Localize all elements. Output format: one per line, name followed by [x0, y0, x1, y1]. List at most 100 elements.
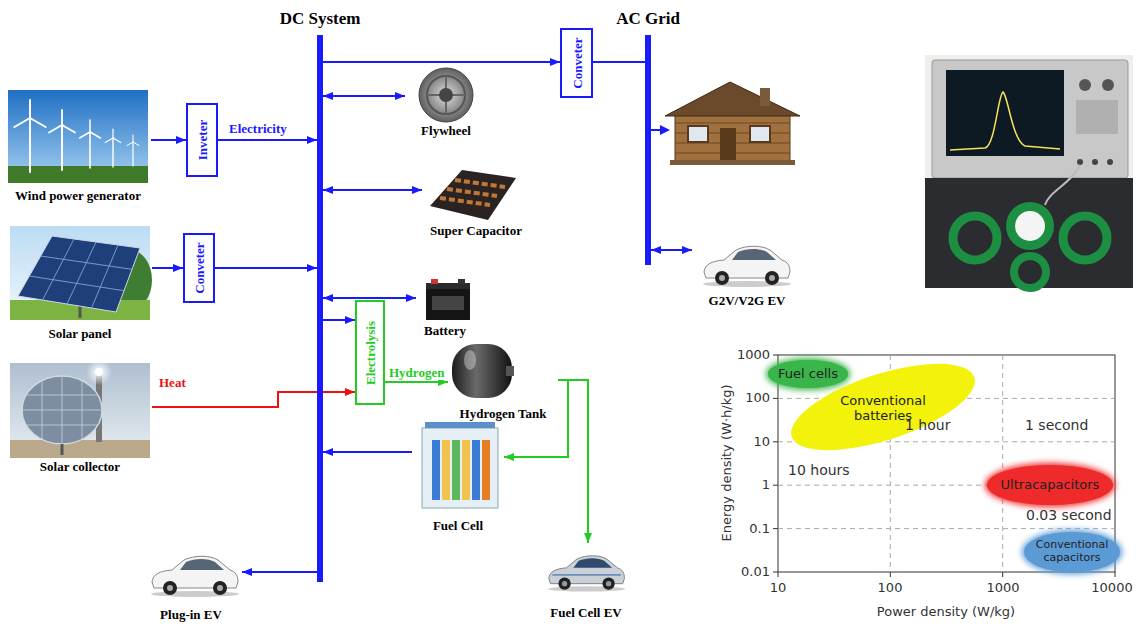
axis-tick: 10: [770, 580, 787, 596]
device-image: Flywheel: [405, 64, 487, 138]
converter-label: Conveter: [569, 37, 584, 88]
solar-collector-photo: [86, 359, 112, 385]
solar-panel-photo: [10, 226, 152, 320]
device-image: Solar panel: [8, 224, 152, 341]
flywheel-photo: [427, 76, 465, 114]
house-picture: [720, 128, 736, 163]
axis-tick: 10: [753, 434, 770, 450]
region-ellipse: Conventional batteries: [785, 362, 981, 452]
device-caption: Flywheel: [421, 123, 471, 138]
fuel-cell-photo: [472, 440, 480, 500]
battery-photo: [426, 279, 470, 320]
device-image: Solar collector: [8, 361, 152, 474]
battery-photo: [458, 279, 465, 284]
lab-photo: [932, 60, 1128, 178]
solar-collector-photo: [10, 359, 150, 458]
flywheel-photo: [439, 88, 453, 102]
solar-panel-photo: [41, 256, 132, 269]
connector: [152, 267, 183, 269]
ragone-chart-axes: [1002, 572, 1003, 577]
plug-in-ev-photo: [217, 585, 223, 591]
house-picture: [675, 113, 790, 163]
bus-line: AC Grid: [645, 35, 651, 265]
wind-turbine-photo: [127, 142, 133, 146]
solar-panel-photo: [29, 239, 132, 308]
converter-label: Conveter: [192, 242, 207, 293]
converter-label: Inveter: [195, 120, 210, 160]
super-capacitor-photo: [447, 189, 497, 196]
fuel-cell-photo: [452, 440, 460, 500]
solar-panel-photo: [67, 242, 96, 304]
connector: [323, 319, 355, 321]
lab-photo: [1107, 159, 1113, 165]
solar-collector-photo: [95, 368, 103, 376]
device-caption: Wind power generator: [15, 188, 141, 203]
connector: [323, 297, 416, 299]
axis-title: Power density (W/kg): [877, 604, 1015, 620]
bus-heading: DC System: [280, 9, 361, 29]
battery-photo: [431, 279, 438, 284]
battery-photo: [432, 296, 464, 310]
axis-tick: 10000: [1091, 580, 1132, 596]
solar-collector-photo: [22, 376, 102, 444]
flywheel-photo: [419, 68, 473, 122]
lab-photo: [925, 178, 1133, 288]
device-image: Super Capacitor: [422, 164, 530, 238]
fuel-cell-ev-photo: [558, 578, 570, 590]
connector: [152, 392, 355, 407]
plug-in-ev-photo: [163, 581, 177, 595]
wind-turbine-photo: [29, 118, 31, 172]
ragone-chart-axes: [1115, 572, 1116, 577]
wind-turbine-photo: [30, 118, 46, 127]
house-picture: [670, 160, 795, 165]
fuel-cell-photo: [425, 422, 495, 428]
wind-turbine-photo: [61, 125, 63, 170]
fuel-cell-photo: [462, 440, 470, 500]
region-ellipse: Ultracapacitors: [987, 465, 1113, 505]
connector: [242, 571, 317, 573]
wind-turbine-photo: [29, 100, 31, 118]
super-capacitor-photo: [455, 180, 505, 187]
hydrogen-tank-photo: [506, 366, 514, 376]
lab-photo: [925, 55, 1133, 288]
ac-feed-arrow: [651, 129, 661, 131]
edge-label: Hydrogen: [388, 365, 445, 380]
house-picture: [688, 126, 708, 142]
region-ellipse-shape: [785, 362, 981, 452]
hydrogen-tank-photo: [452, 344, 512, 398]
axis-tick: 100: [878, 580, 903, 596]
connector: [151, 139, 186, 141]
solar-panel-photo: [43, 239, 75, 300]
device-image: Fuel Cell EV: [540, 543, 632, 620]
region-label: Fuel cells: [778, 367, 838, 382]
super-capacitor-photo: [430, 170, 516, 220]
connector: [323, 451, 412, 453]
ragone-chart-axes: [1002, 355, 1003, 572]
g2v-ev-photo: [715, 271, 729, 285]
fuel-cell-photo: [422, 422, 498, 508]
fuel-cell-photo: [482, 440, 490, 500]
device-caption: Plug-in EV: [160, 607, 222, 622]
ac-feed-arrow: [660, 125, 670, 135]
wind-turbine-photo: [61, 110, 63, 125]
lab-photo: [1006, 202, 1054, 250]
axis-tick: 1: [762, 477, 770, 493]
solar-collector-photo: [61, 444, 64, 455]
device-image: Battery: [416, 277, 474, 338]
lab-photo: [925, 55, 1133, 288]
device-caption: G2V/V2G EV: [709, 293, 786, 308]
lab-photo: [953, 216, 997, 260]
g2v-ev-photo: [769, 275, 775, 281]
connector: [218, 139, 317, 141]
lab-photo: [1014, 256, 1046, 288]
converter-box: Conveter: [560, 28, 593, 98]
plug-in-ev-photo: [180, 559, 224, 570]
region-ellipse: Conventional capacitors: [1024, 532, 1119, 573]
axis-tick: 1000: [986, 580, 1019, 596]
electrolysis-box: Electrolysis: [355, 300, 385, 405]
time-label: 1 second: [1025, 417, 1088, 433]
wind-turbine-photo: [8, 90, 148, 183]
wind-turbine-photo: [112, 129, 113, 138]
time-label: 0.03 second: [1026, 507, 1112, 523]
lab-photo: [1092, 159, 1098, 165]
